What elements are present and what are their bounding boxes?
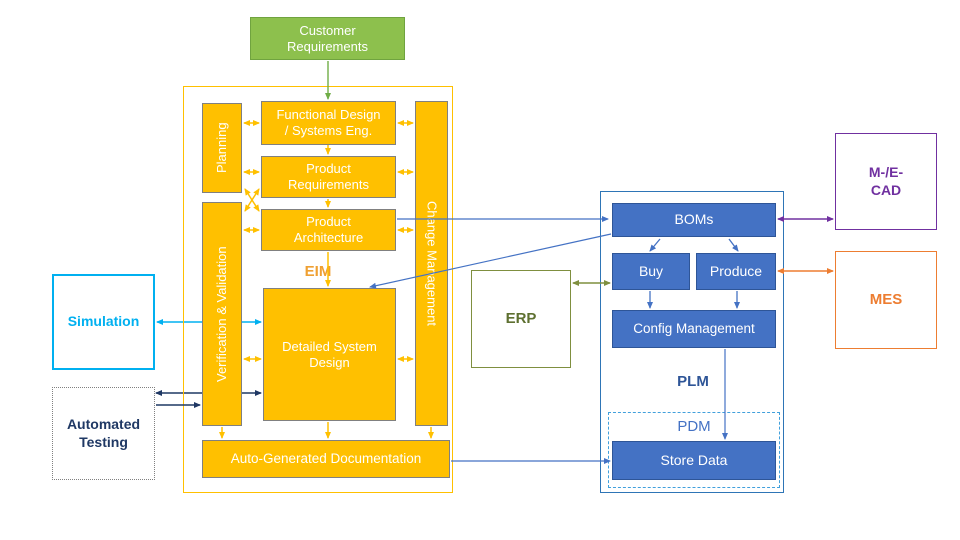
- node-functional-design: Functional Design / Systems Eng.: [261, 101, 396, 145]
- node-automated-testing: Automated Testing: [52, 387, 155, 480]
- node-simulation: Simulation: [52, 274, 155, 370]
- node-boms: BOMs: [612, 203, 776, 237]
- node-engineering-container: [183, 86, 453, 493]
- node-eim-label: EIM: [304, 262, 332, 280]
- node-product-requirements: Product Requirements: [261, 156, 396, 198]
- node-erp: ERP: [471, 270, 571, 368]
- node-customer-requirements: Customer Requirements: [250, 17, 405, 60]
- node-change-management: Change Management: [415, 101, 448, 426]
- node-verification-validation: Verification & Validation: [202, 202, 242, 426]
- node-buy: Buy: [612, 253, 690, 290]
- node-pdm-label: PDM: [677, 417, 711, 435]
- node-product-architecture: Product Architecture: [261, 209, 396, 251]
- node-pdm-box: [608, 412, 780, 488]
- node-produce: Produce: [696, 253, 776, 290]
- node-config-management: Config Management: [612, 310, 776, 348]
- node-m-e-cad: M-/E- CAD: [835, 133, 937, 230]
- node-store-data: Store Data: [612, 441, 776, 480]
- node-detailed-system-design: Detailed System Design: [263, 288, 396, 421]
- node-plm-container: [600, 191, 784, 493]
- node-auto-generated-documentation: Auto-Generated Documentation: [202, 440, 450, 478]
- node-mes: MES: [835, 251, 937, 349]
- node-planning: Planning: [202, 103, 242, 193]
- node-plm-label: PLM: [677, 372, 709, 390]
